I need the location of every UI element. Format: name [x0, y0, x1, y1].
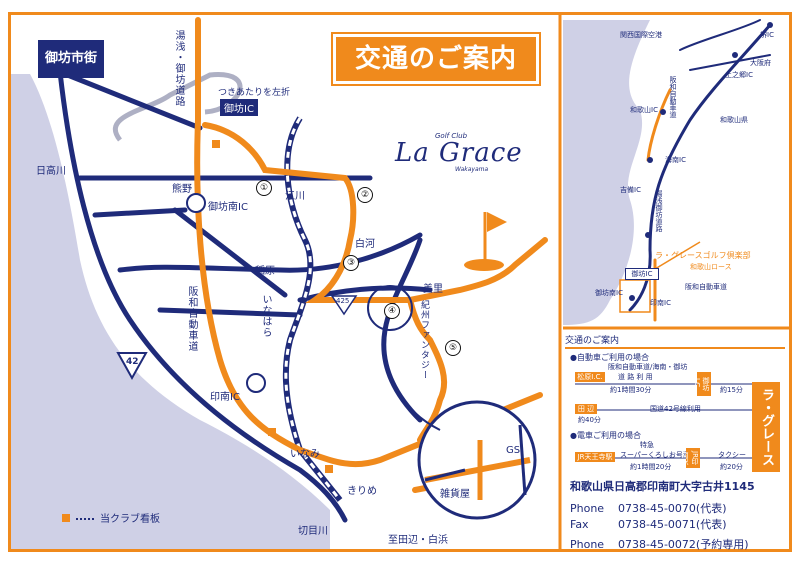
route42-text: 国道42号線利用	[650, 405, 701, 413]
matsubara-box: 松原I.C.	[575, 372, 605, 382]
inset-izumisano: 上之郷IC	[725, 71, 753, 79]
turn-left-label: つきあたりを左折	[218, 88, 291, 98]
inset-la-grace: ラ・グレースゴルフ倶楽部	[655, 251, 751, 260]
sign-square-icon	[62, 514, 70, 522]
gobo-ic-box: 御坊I.C.	[693, 372, 711, 396]
inami-ic-label: 印南IC	[210, 392, 240, 403]
kishu-fantasy-label: 紀州ファンタジー	[419, 300, 429, 380]
marker-4: ④	[384, 303, 400, 319]
access-car-route: 阪和自動車道/海南・御坊	[608, 363, 688, 371]
jr-inami-box: JR印南駅	[681, 448, 700, 468]
inset-sea	[563, 20, 650, 325]
express-name: スーパーくろしお号利用	[620, 451, 697, 459]
la-grace-box: ラ・グレース	[752, 382, 780, 472]
road-c	[92, 207, 188, 218]
inset-gobo-minami: 御坊南IC	[595, 289, 623, 297]
inset-kainan: 海南IC	[665, 156, 686, 164]
inset-inami-ic: 印南IC	[650, 299, 671, 307]
access-train: ●電車ご利用の場合	[570, 431, 641, 440]
gobo-ic-badge: 御坊IC	[220, 99, 258, 116]
inahara-town-label: 稲原	[255, 266, 275, 277]
kumano-label: 熊野	[172, 184, 192, 195]
access-title: 交通のご案内	[565, 333, 785, 349]
misato-label: 美里	[423, 284, 443, 295]
hanwa-label: 阪和自動車道	[186, 286, 197, 352]
taxi-label: タクシー	[718, 451, 746, 459]
tanabe-box: 田 辺	[575, 404, 597, 414]
city-band: 御坊市街	[38, 40, 104, 78]
marker-3: ③	[343, 255, 359, 271]
to-tanabe-label: 至田辺・白浜	[388, 535, 448, 546]
inset-gobo-ic: 御坊IC	[625, 268, 659, 280]
inset-wakayama-pref: 和歌山県	[720, 116, 748, 124]
kirime-label: きりめ	[347, 486, 377, 497]
gobo-minami-ic-label: 御坊南IC	[208, 202, 248, 213]
marker-2: ②	[357, 187, 373, 203]
gs-label: GS	[506, 445, 521, 456]
road-e	[172, 207, 288, 298]
road-f	[157, 307, 303, 318]
inset-hanwa-horiz: 阪和自動車道	[685, 283, 727, 291]
route-425-shield	[330, 295, 358, 316]
club-logo: Golf Club La Grace Wakayama	[395, 132, 523, 173]
golf-green	[464, 259, 504, 271]
inset-osaka: 大阪府	[750, 59, 771, 67]
express-label: 特急	[640, 441, 654, 449]
taxi-time: 約20分	[720, 463, 743, 471]
egawa-label: 江川	[285, 191, 305, 202]
access-car: ●自動車ご利用の場合	[570, 353, 649, 362]
matsubara-time: 約1時間30分	[610, 386, 652, 394]
tanabe-time: 約40分	[578, 416, 601, 424]
inahara-label: いなはら	[260, 294, 271, 338]
page-title: 交通のご案内	[331, 32, 541, 86]
inami-label: いなみ	[290, 449, 320, 460]
exit-road	[202, 122, 448, 443]
kirimegawa-label: 切目川	[298, 526, 328, 537]
yuasa-road-label: 湯浅・御坊道路	[173, 30, 184, 107]
sea-area	[11, 74, 330, 549]
zakkaya-label: 雑貨屋	[440, 489, 470, 500]
marker-1: ①	[256, 180, 272, 196]
route-425-label: 425	[336, 297, 350, 305]
road-a	[57, 69, 203, 131]
shirakawa-label: 白河	[355, 239, 375, 250]
inset-orange-road	[646, 88, 672, 162]
misato-road	[407, 237, 548, 303]
express-time: 約1時間20分	[630, 463, 672, 471]
inset-sakai: 堺IC	[760, 31, 774, 39]
route-42-label: 42	[126, 357, 139, 367]
road-42	[57, 69, 348, 523]
inset-hanwa-vertical: 阪和自動車道	[669, 76, 677, 118]
route-42-shield	[116, 352, 148, 381]
gobo-time: 約15分	[720, 386, 743, 394]
inset-yoshida: 吉備IC	[620, 186, 641, 194]
jr-station-box: JR天王寺駅	[575, 452, 615, 462]
road-d	[117, 232, 423, 273]
inset-yuasa-vertical: 湯浅御坊道路	[655, 190, 663, 232]
inset-la-grace-sub: 和歌山ロース	[690, 263, 732, 271]
marker-5: ⑤	[445, 340, 461, 356]
road-g	[297, 285, 433, 303]
hidaka-river-label: 日高川	[36, 166, 66, 177]
address: 和歌山県日高郡印南町大字古井1145	[570, 480, 755, 493]
legend: 当クラブ看板	[62, 510, 160, 525]
inset-airport: 関西国際空港	[620, 31, 662, 39]
access-car-route2: 道 路 利 用	[618, 373, 653, 381]
inset-wakayama-ic: 和歌山IC	[630, 106, 658, 114]
detail-circle	[417, 400, 537, 520]
dotted-line-icon	[76, 518, 94, 520]
